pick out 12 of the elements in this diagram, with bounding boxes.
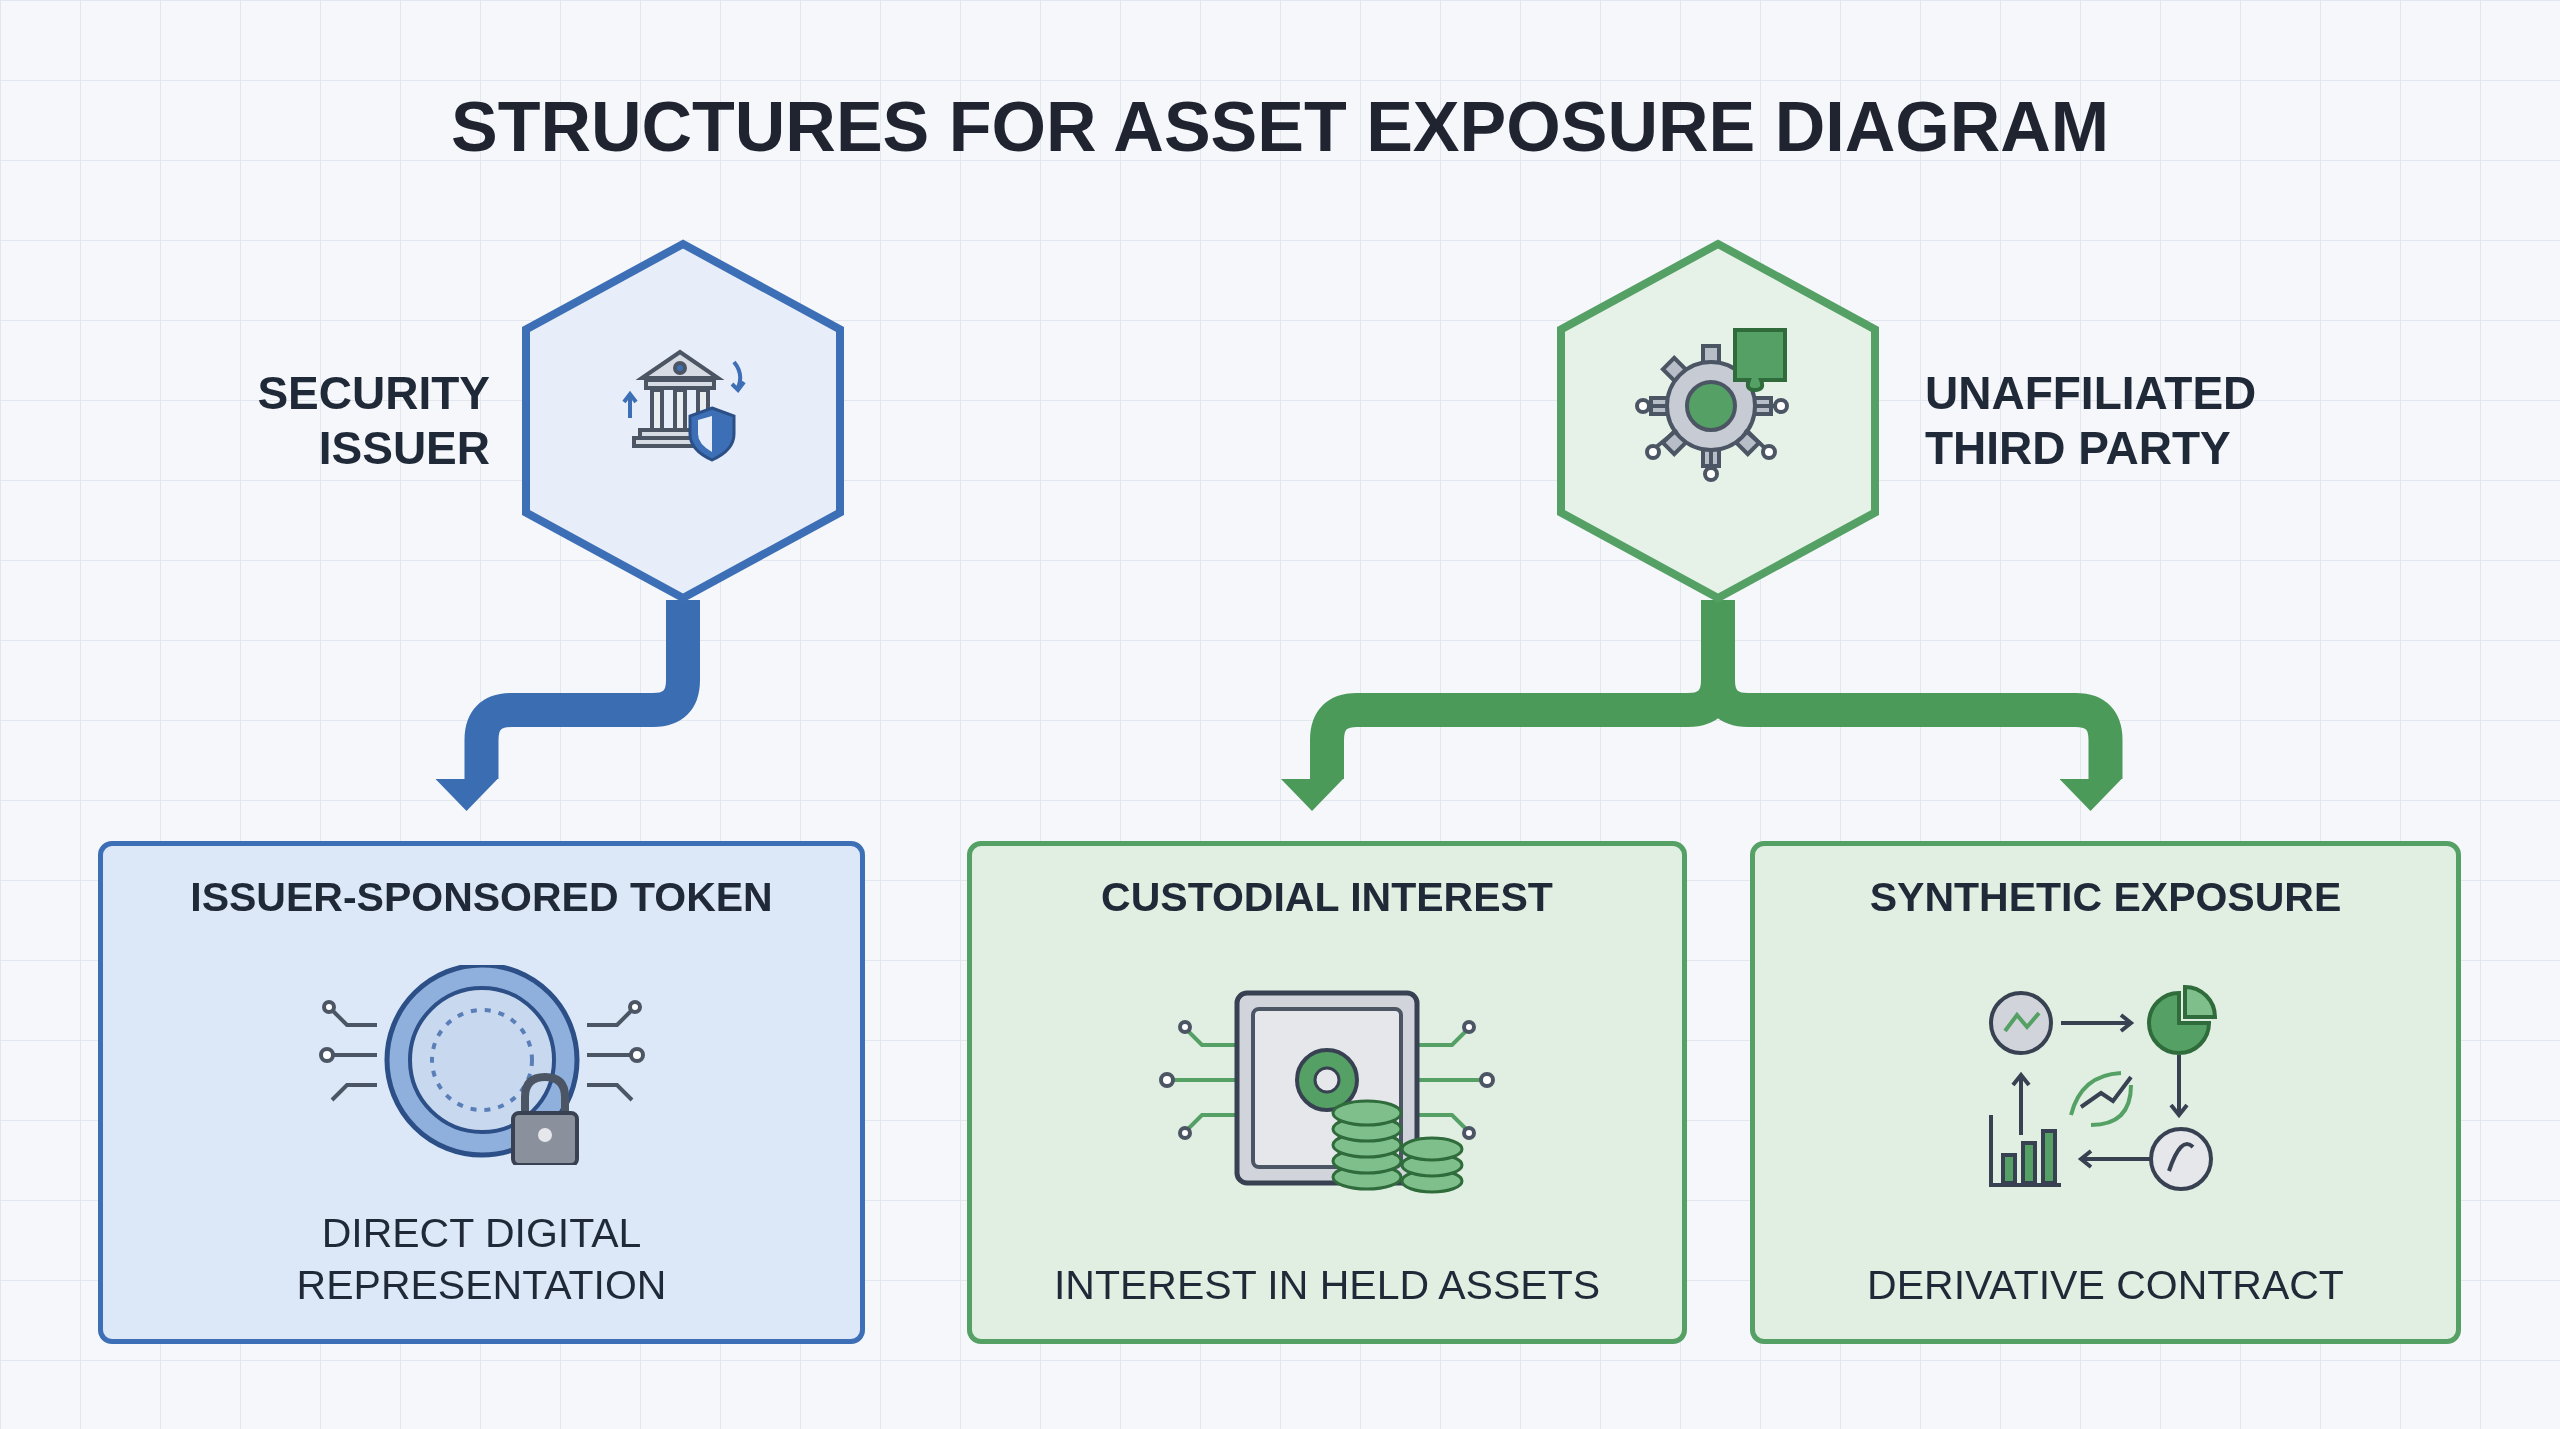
category-card <box>967 841 1687 1344</box>
card-description: DERIVATIVE CONTRACT <box>1866 1260 2345 1310</box>
card-heading: ISSUER-SPONSORED TOKEN <box>189 874 774 922</box>
node-label: UNAFFILIATED THIRD PARTY <box>1925 365 2258 476</box>
category-card <box>1750 841 2461 1344</box>
card-heading: CUSTODIAL INTEREST <box>1100 874 1554 922</box>
card-description: INTEREST IN HELD ASSETS <box>1052 1260 1602 1310</box>
category-card <box>98 841 865 1344</box>
card-heading: SYNTHETIC EXPOSURE <box>1868 874 2343 922</box>
diagram-title: STRUCTURES FOR ASSET EXPOSURE DIAGRAM <box>449 92 2111 162</box>
node-label: SECURITY ISSUER <box>256 365 490 476</box>
card-description: DIRECT DIGITAL REPRESENTATION <box>295 1209 668 1310</box>
